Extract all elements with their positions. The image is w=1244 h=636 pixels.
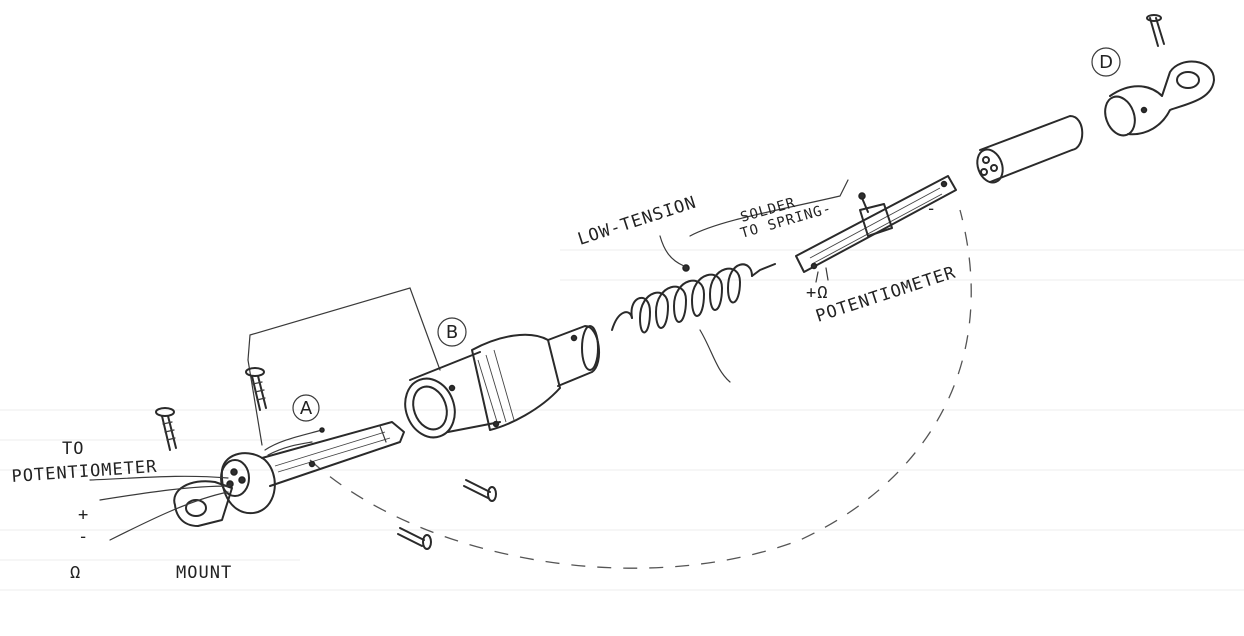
screw-3: [463, 479, 497, 502]
spring: [611, 263, 776, 334]
screw-4: [397, 527, 432, 550]
end-cap-part-d: [1104, 14, 1215, 137]
screw-2: [245, 367, 267, 411]
callout-d: D: [1091, 47, 1121, 77]
leader-a: [247, 359, 263, 446]
label-minus: -: [78, 527, 89, 547]
label-potentiometer: POTENTIOMETER: [813, 263, 958, 327]
leader-low-tension: [659, 235, 685, 267]
label-part-d: D: [1099, 52, 1113, 73]
label-to: TO: [62, 439, 84, 459]
callout-a: A: [292, 394, 320, 422]
label-part-a: A: [300, 398, 313, 419]
mount-part-a: [89, 421, 405, 541]
label-pot-minus: -: [926, 199, 937, 219]
label-mount: MOUNT: [176, 563, 232, 583]
leader-solder: [689, 179, 849, 237]
rotation-arc: [309, 209, 972, 569]
housing-part-b: [404, 325, 600, 439]
label-part-b: B: [446, 322, 458, 343]
paper-lines: [0, 249, 1244, 591]
label-to-potentiometer: POTENTIOMETER: [11, 457, 158, 487]
callout-b: B: [437, 317, 467, 347]
label-pot-plus-omega: +Ω: [806, 283, 828, 303]
leader-bracket: [247, 287, 441, 371]
tube-part: [976, 115, 1084, 184]
potentiometer-part: [795, 175, 957, 283]
label-plus: +: [78, 505, 89, 525]
screw-1: [155, 407, 177, 451]
label-omega: Ω: [70, 563, 81, 583]
leader-spring-lower: [699, 329, 731, 383]
label-low-tension: LOW-TENSION: [575, 193, 699, 250]
